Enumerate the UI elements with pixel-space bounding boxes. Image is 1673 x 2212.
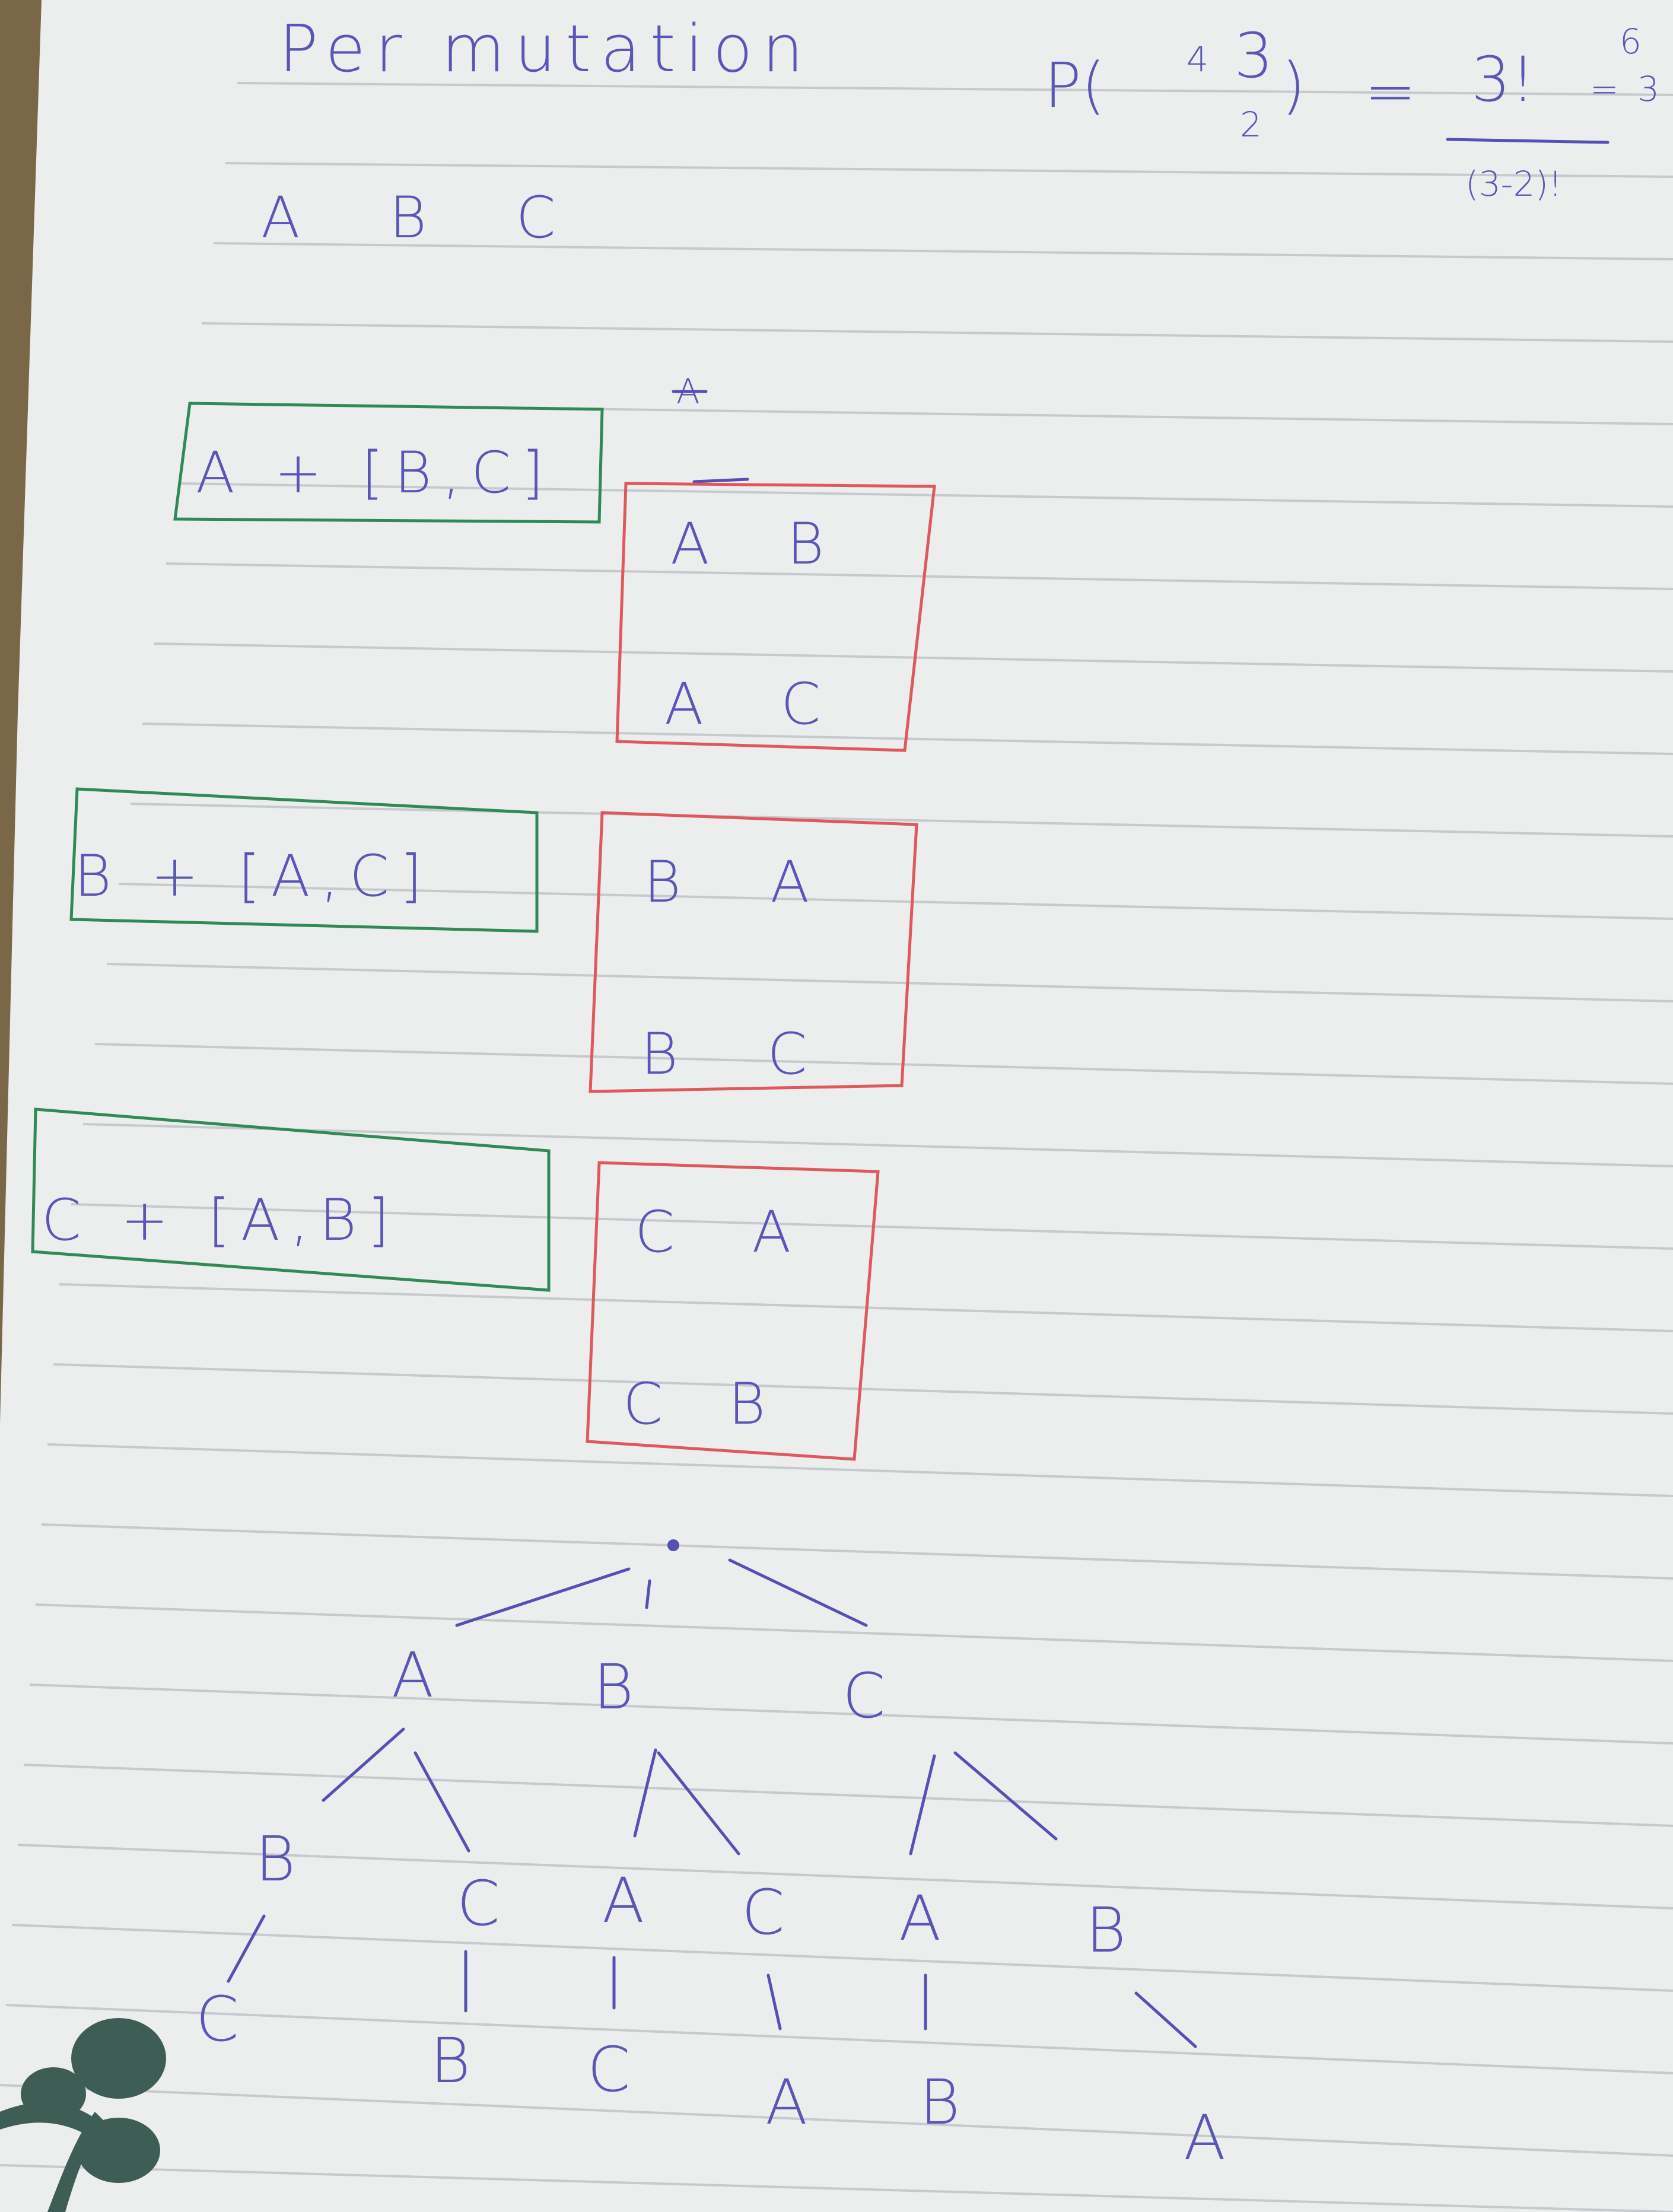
edge-c-a bbox=[909, 1754, 936, 1855]
formula-eq2: = bbox=[1590, 69, 1619, 109]
edge-a-b bbox=[322, 1727, 405, 1802]
group-expr-b: B + [A,C] bbox=[74, 843, 432, 909]
pair-c1: C A bbox=[635, 1199, 820, 1265]
edge-root-b bbox=[645, 1579, 651, 1609]
letters-row: A B C bbox=[261, 184, 591, 251]
red-box-c bbox=[586, 1161, 880, 1461]
formula-crossed-digit: 4 bbox=[1187, 39, 1208, 79]
tree-l3-5: B bbox=[920, 2066, 960, 2138]
edge-root-a bbox=[455, 1567, 631, 1627]
formula-equals: = bbox=[1365, 55, 1416, 128]
tree-root bbox=[667, 1539, 679, 1551]
tree-l2-1: B bbox=[255, 1823, 295, 1895]
tree-l3-4: A bbox=[765, 2066, 807, 2138]
tree-l2-3: A bbox=[602, 1864, 644, 1937]
tree-l2-5: A bbox=[899, 1882, 941, 1955]
pair-a2: A C bbox=[664, 671, 850, 737]
pair-b2: B C bbox=[641, 1021, 842, 1087]
permutation-formula: P( 4 3 2 ) = 3! = 3 6 (3-2)! bbox=[1044, 20, 1659, 204]
red-box-b bbox=[589, 811, 918, 1093]
pair-b1: B A bbox=[644, 849, 845, 915]
group-expr-a: A + [B,C] bbox=[196, 440, 554, 506]
tree-l3-6: A bbox=[1184, 2102, 1226, 2174]
tree-l1-c: C bbox=[842, 1660, 886, 1732]
formula-denominator: (3-2)! bbox=[1465, 164, 1562, 204]
group-a: A + [B,C] A B A C bbox=[173, 402, 936, 752]
tree-l2-2: C bbox=[457, 1867, 500, 1940]
tree-l1-b: B bbox=[593, 1651, 634, 1723]
edge-b-a bbox=[633, 1748, 657, 1838]
formula-r: 2 bbox=[1240, 104, 1262, 145]
green-box-a bbox=[173, 402, 604, 524]
tree-l3-3: C bbox=[587, 2033, 631, 2106]
green-box-c bbox=[31, 1107, 551, 1292]
page-title: Per mutation bbox=[279, 11, 813, 87]
edge-root-c bbox=[728, 1558, 868, 1627]
group-c: C + [A,B] C A C B bbox=[31, 1107, 880, 1461]
edge-cb-a bbox=[1134, 1991, 1197, 2048]
fraction-bar bbox=[1446, 138, 1610, 144]
formula-close-paren: ) bbox=[1281, 49, 1306, 122]
tree-l2-4: C bbox=[742, 1876, 785, 1949]
plant-decoration bbox=[0, 2018, 166, 2212]
tree-l2-6: B bbox=[1086, 1894, 1126, 1966]
edge-c-b bbox=[953, 1751, 1058, 1841]
pair-a1: A B bbox=[670, 511, 854, 577]
formula-lhs: P( bbox=[1044, 49, 1105, 122]
group-expr-c: C + [A,B] bbox=[42, 1187, 400, 1253]
permutation-tree: A B C B C A C A B C B C A B A bbox=[196, 1539, 1226, 2174]
tree-l1-a: A bbox=[392, 1639, 434, 1711]
edge-a-c bbox=[414, 1751, 470, 1853]
edge-bc-a bbox=[766, 1974, 782, 2030]
edge-b-c bbox=[657, 1751, 740, 1855]
edge-ab-c bbox=[227, 1914, 266, 1983]
formula-result-small: 3 bbox=[1637, 69, 1659, 109]
rule-lines bbox=[0, 82, 1673, 2212]
red-box-a bbox=[615, 482, 936, 752]
formula-n: 3 bbox=[1234, 20, 1273, 92]
formula-numerator: 3! bbox=[1471, 43, 1535, 116]
pair-strike bbox=[692, 478, 749, 483]
formula-side-number: 6 bbox=[1620, 21, 1642, 62]
group-b: B + [A,C] B A B C bbox=[69, 787, 918, 1093]
tree-l3-1: C bbox=[196, 1983, 239, 2055]
pair-c2: C B bbox=[623, 1371, 789, 1437]
tree-l3-2: B bbox=[430, 2025, 470, 2097]
green-box-b bbox=[69, 787, 539, 933]
